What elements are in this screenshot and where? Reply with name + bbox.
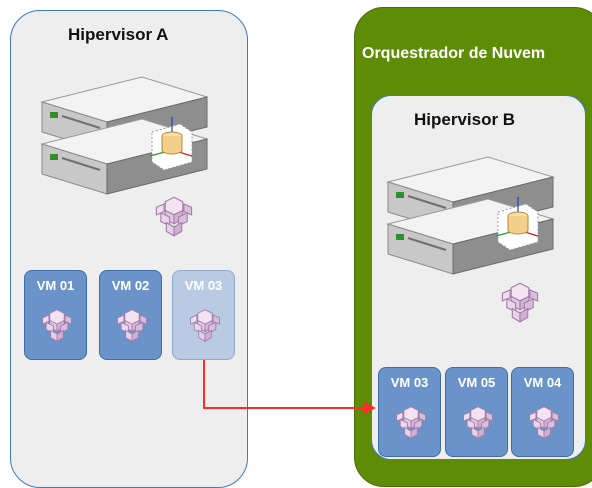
vm-label: VM 02 [111, 278, 150, 293]
vm-label: VM 03 [390, 375, 429, 390]
hypervisor-a-title: Hipervisor A [68, 25, 169, 44]
vm-label: VM 04 [523, 375, 562, 390]
hypervisor-b-title: Hipervisor B [414, 110, 516, 129]
vm-card-a-3-migrating[interactable]: VM 03 [172, 270, 235, 360]
vm-label: VM 01 [36, 278, 75, 293]
vm-card-b-3[interactable]: VM 04 [511, 367, 574, 457]
vm-card-b-2[interactable]: VM 05 [445, 367, 508, 457]
vm-card-b-1[interactable]: VM 03 [378, 367, 441, 457]
orchestrator-title: Orquestrador de Nuvem [362, 45, 546, 62]
vm-card-a-2[interactable]: VM 02 [99, 270, 162, 360]
vm-label: VM 05 [457, 375, 496, 390]
vm-card-a-1[interactable]: VM 01 [24, 270, 87, 360]
vm-label: VM 03 [184, 278, 223, 293]
